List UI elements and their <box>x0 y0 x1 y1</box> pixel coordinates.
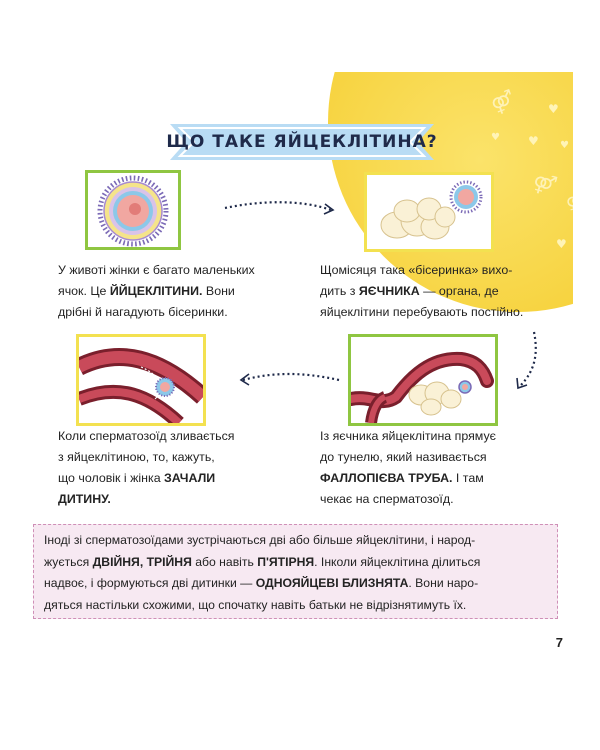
heart-icon: ♥ <box>556 237 567 251</box>
page-title: ЩО ТАКЕ ЯЙЦЕКЛІТИНА? <box>166 132 438 152</box>
ovum-illustration <box>85 170 181 250</box>
heart-icon: ♥ <box>491 132 500 143</box>
book-page: ⚤ ⚤ ⚤ ♥ ♥ ♥ ♥ ♥ ЩО ТАКЕ ЯЙЦЕКЛІТИНА? <box>28 72 573 675</box>
step-1-text: У животі жінки є багато маленьких ячок. … <box>58 263 255 319</box>
arrow-right-icon <box>224 201 335 215</box>
fertilization-illustration <box>76 334 206 426</box>
arrow-left-icon <box>239 372 340 386</box>
page-number: 7 <box>555 635 563 650</box>
heart-icon: ♥ <box>528 134 539 148</box>
step-3-text: Із яєчника яйцеклітина прямує до тунелю,… <box>320 429 496 506</box>
step-4-text: Коли сперматозоїд зливається з яйцекліти… <box>58 429 235 506</box>
title-banner: ЩО ТАКЕ ЯЙЦЕКЛІТИНА? <box>166 120 438 164</box>
ovary-illustration <box>364 172 494 252</box>
arrow-down-icon <box>516 331 537 390</box>
heart-icon: ♥ <box>560 140 569 151</box>
heart-icon: ♥ <box>548 102 559 116</box>
fallopian-tube-illustration <box>348 334 498 426</box>
twins-note-box: Іноді зі сперматозоїдами зустрічаються д… <box>33 524 558 619</box>
step-2-text: Щомісяця така «бісеринка» вихо- дить з Я… <box>320 263 524 319</box>
